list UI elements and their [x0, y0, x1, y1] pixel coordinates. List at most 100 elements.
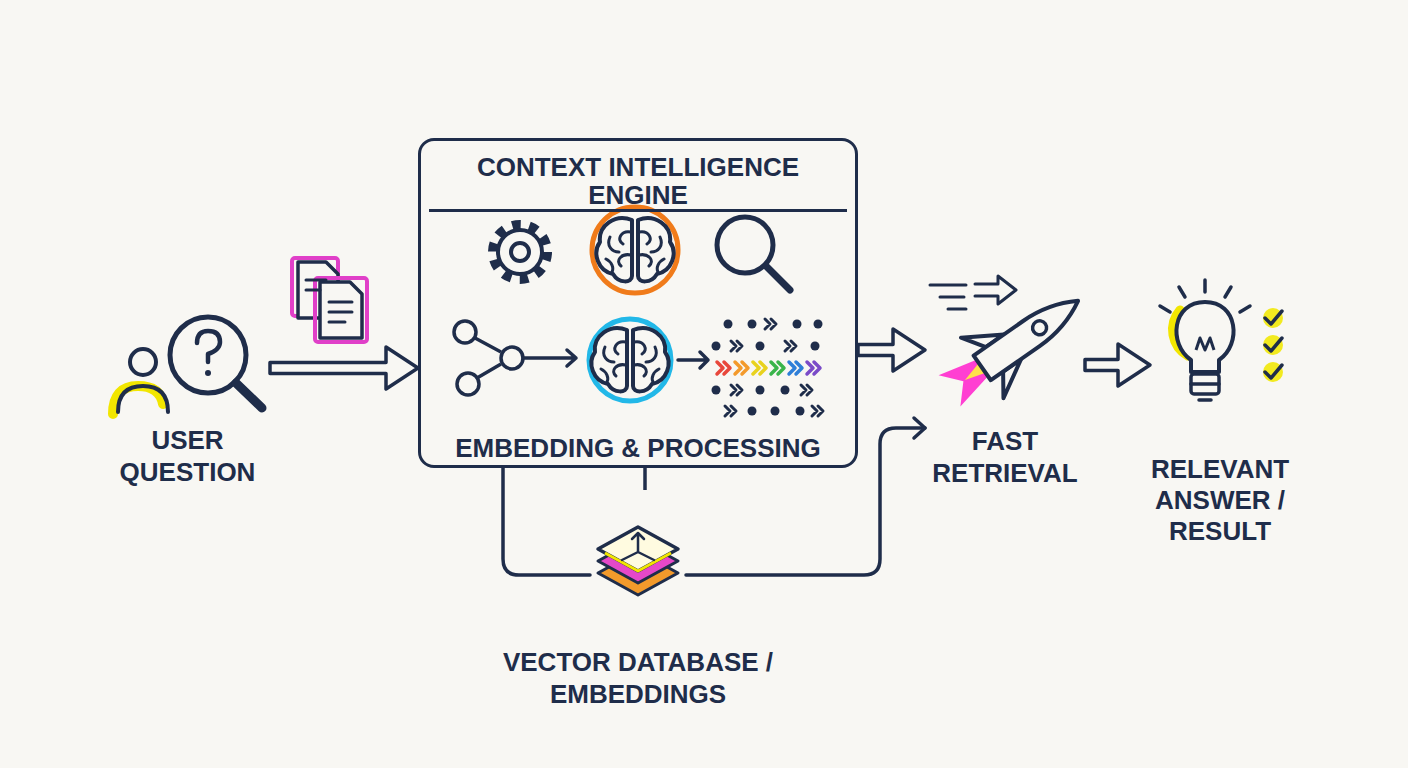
- vector-dot: [814, 320, 823, 329]
- bulb-icon: [1160, 280, 1250, 400]
- vector-dot: [796, 407, 805, 416]
- network-dot: [457, 373, 479, 395]
- connector: [270, 347, 418, 389]
- bulb-glass: [1176, 302, 1233, 372]
- search-handle: [766, 266, 790, 290]
- database-icon: [598, 527, 678, 595]
- check-mark: [1265, 311, 1282, 378]
- speed-arrow: [975, 276, 1016, 304]
- gear-hub: [511, 243, 529, 261]
- chevron: [731, 341, 742, 351]
- vector-grid: [712, 320, 823, 416]
- bulb-base-lines: [1191, 384, 1219, 400]
- layer-shape: [598, 527, 678, 571]
- connector: [503, 468, 590, 575]
- node-label: FAST RETRIEVAL: [920, 425, 1090, 489]
- box-title: CONTEXT INTELLIGENCE ENGINE: [458, 153, 818, 209]
- network-dot: [501, 347, 523, 369]
- layer-highlight: [605, 553, 671, 571]
- document-front: [320, 282, 362, 338]
- chevron: [765, 319, 776, 329]
- connector: [686, 418, 925, 575]
- rocket-body: [974, 289, 1087, 381]
- database-node: VECTOR DATABASE / EMBEDDINGS: [590, 522, 686, 622]
- chevron: [735, 362, 748, 374]
- documents-icon: [292, 258, 367, 342]
- chevron: [731, 385, 742, 395]
- brain-icon: [592, 207, 678, 293]
- question-glyph: [197, 331, 220, 362]
- inner-arrow: [678, 352, 708, 368]
- vector-dot: [724, 320, 733, 329]
- chevron: [717, 362, 730, 374]
- connector: [858, 329, 925, 371]
- search-icon: [717, 217, 790, 290]
- question-dot: [205, 370, 211, 376]
- brain-outline: [592, 207, 678, 293]
- arrow-head: [914, 418, 925, 438]
- stub-line: [643, 468, 647, 490]
- vector-chevrons: [717, 319, 823, 416]
- network-icon: [454, 321, 576, 395]
- user-head: [130, 349, 156, 375]
- gear-icon: [493, 225, 547, 279]
- retrieval-node: FAST RETRIEVAL: [925, 290, 1085, 500]
- network-dot: [454, 321, 476, 343]
- brain-outline: [589, 319, 671, 401]
- check-list: [1263, 308, 1283, 382]
- chevron: [785, 341, 796, 351]
- vector-dot: [811, 342, 820, 351]
- bulb-rays: [1160, 280, 1250, 312]
- vector-dot: [771, 407, 780, 416]
- vector-dot: [712, 386, 721, 395]
- vector-dot: [748, 320, 757, 329]
- chevron: [801, 385, 812, 395]
- magnifier-handle: [236, 383, 262, 408]
- rocket-icon: [928, 271, 1099, 422]
- node-label: USER QUESTION: [108, 424, 268, 488]
- actor-node: USER QUESTION: [105, 310, 270, 490]
- user-body: [118, 386, 168, 412]
- chevron: [753, 362, 766, 374]
- speed-streak: [930, 285, 966, 309]
- node-label: RELEVANT ANSWER / RESULT: [1145, 454, 1295, 547]
- network-link: [475, 338, 501, 378]
- gear-rim: [498, 230, 542, 274]
- vector-dot: [748, 407, 757, 416]
- chevron: [807, 362, 820, 374]
- box-subtitle: EMBEDDING & PROCESSING: [421, 433, 855, 463]
- vector-dot: [756, 386, 765, 395]
- chevron: [789, 362, 802, 374]
- hollow-arrow: [1085, 344, 1150, 386]
- vector-dot: [781, 386, 790, 395]
- document-lines: [306, 280, 352, 322]
- node-label: VECTOR DATABASE / EMBEDDINGS: [473, 646, 803, 710]
- question-magnifier: [170, 317, 262, 408]
- connector: [1085, 344, 1150, 386]
- user-icon: [113, 349, 168, 414]
- vector-dot: [712, 342, 721, 351]
- brain-shape: [591, 328, 668, 391]
- engine-box: CONTEXT INTELLIGENCE ENGINE EMBEDDING & P…: [418, 138, 858, 468]
- axis-arrows: [622, 533, 654, 560]
- brain-icon: [589, 319, 671, 401]
- chevron: [812, 406, 823, 416]
- gear-teeth: [493, 225, 547, 279]
- engine-header: CONTEXT INTELLIGENCE ENGINE: [429, 147, 847, 212]
- connector-line: [503, 468, 590, 575]
- document-highlight: [315, 278, 367, 342]
- hollow-arrow: [270, 347, 418, 389]
- inner-arrow: [523, 350, 576, 366]
- bulb-filament: [1196, 338, 1214, 350]
- vector-dot: [756, 342, 765, 351]
- brain-shape: [596, 218, 673, 281]
- chevron: [725, 406, 736, 416]
- vector-dot: [793, 320, 802, 329]
- hollow-arrow: [858, 329, 925, 371]
- speed-lines: [930, 276, 1016, 309]
- result-node: RELEVANT ANSWER / RESULT: [1150, 285, 1290, 545]
- chevron: [771, 362, 784, 374]
- connector-line: [686, 428, 925, 575]
